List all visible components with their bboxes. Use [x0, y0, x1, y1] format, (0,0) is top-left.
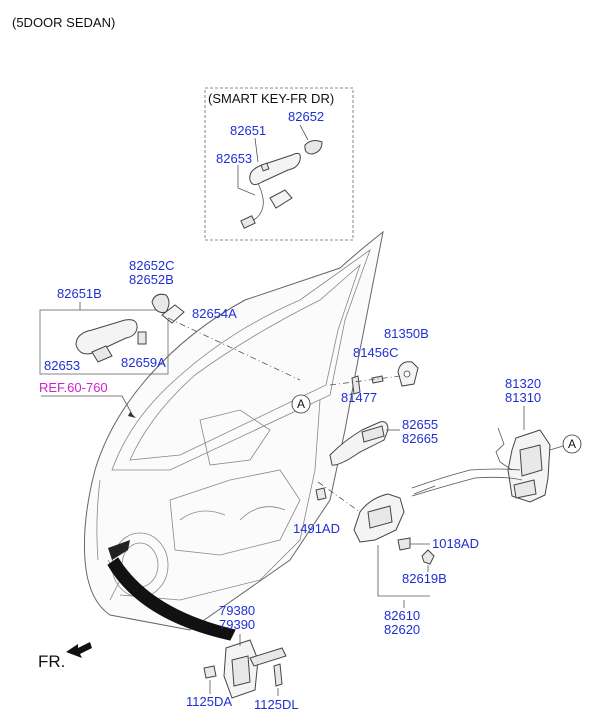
- label-82610: 82610: [384, 608, 420, 623]
- label-1018AD: 1018AD: [432, 536, 479, 551]
- ref-label: REF.60-760: [39, 380, 108, 395]
- label-82653-left: 82653: [44, 358, 80, 373]
- key-cap: [151, 293, 170, 313]
- label-82619B: 82619B: [402, 571, 447, 586]
- front-door-panel: [83, 230, 384, 631]
- cable-end: [413, 485, 436, 495]
- bolt-1125DL: [273, 663, 283, 687]
- label-82665: 82665: [402, 431, 438, 446]
- callout-a-left: A: [297, 397, 305, 411]
- handle-frame: [353, 493, 405, 543]
- label-81477: 81477: [341, 390, 377, 405]
- label-81350B: 81350B: [384, 326, 429, 341]
- outside-handle-box: [39, 309, 169, 375]
- label-82653-smart: 82653: [216, 151, 252, 166]
- outside-handle: [75, 319, 147, 363]
- bolt-1491AD: [315, 487, 327, 501]
- smart-key-handle: [237, 124, 323, 229]
- door-checker: [223, 639, 287, 699]
- label-82655: 82655: [402, 417, 438, 432]
- ref-leader: [41, 395, 133, 415]
- leader-callout-right: [549, 445, 564, 451]
- smart-key-title: (SMART KEY-FR DR): [208, 91, 334, 106]
- bolt-1018AD: [397, 537, 411, 551]
- screw-81477: [351, 375, 361, 395]
- ref-arrow: [128, 412, 136, 418]
- callout-circle-right: [562, 434, 582, 454]
- striker-hole: [403, 370, 411, 378]
- label-82620: 82620: [384, 622, 420, 637]
- label-1125DL: 1125DL: [254, 697, 299, 712]
- front-arrow-icon: [66, 642, 92, 658]
- front-direction-label: FR.: [38, 652, 65, 671]
- screw-81456C: [371, 375, 384, 384]
- cap-82619B: [421, 549, 435, 565]
- label-79390: 79390: [219, 617, 255, 632]
- bolt-1125DA: [203, 665, 217, 679]
- label-82654A: 82654A: [192, 306, 237, 321]
- door-latch: [495, 427, 551, 503]
- label-82652B: 82652B: [129, 272, 174, 287]
- callout-circle-left: [291, 394, 311, 414]
- label-79380: 79380: [219, 603, 255, 618]
- label-1491AD: 1491AD: [293, 521, 340, 536]
- variant-title: (5DOOR SEDAN): [12, 15, 115, 30]
- cable-1: [411, 468, 521, 489]
- label-1125DA: 1125DA: [186, 694, 232, 709]
- dash-handle: [167, 317, 301, 381]
- label-81456C: 81456C: [353, 345, 399, 360]
- label-82652: 82652: [288, 109, 324, 124]
- gasket-82654A: [161, 304, 185, 324]
- cable-2: [411, 476, 523, 497]
- label-81320: 81320: [505, 376, 541, 391]
- label-82652C: 82652C: [129, 258, 175, 273]
- callout-a-right: A: [568, 437, 576, 451]
- label-82651B: 82651B: [57, 286, 102, 301]
- check-bracket: [108, 540, 130, 560]
- label-82659A: 82659A: [121, 355, 166, 370]
- label-81310: 81310: [505, 390, 541, 405]
- dash-frame: [317, 481, 361, 513]
- door-check-strap: [107, 557, 236, 641]
- dash-striker: [329, 375, 401, 386]
- label-82651: 82651: [230, 123, 266, 138]
- leader-82610: [377, 545, 430, 597]
- inside-handle: [329, 421, 389, 466]
